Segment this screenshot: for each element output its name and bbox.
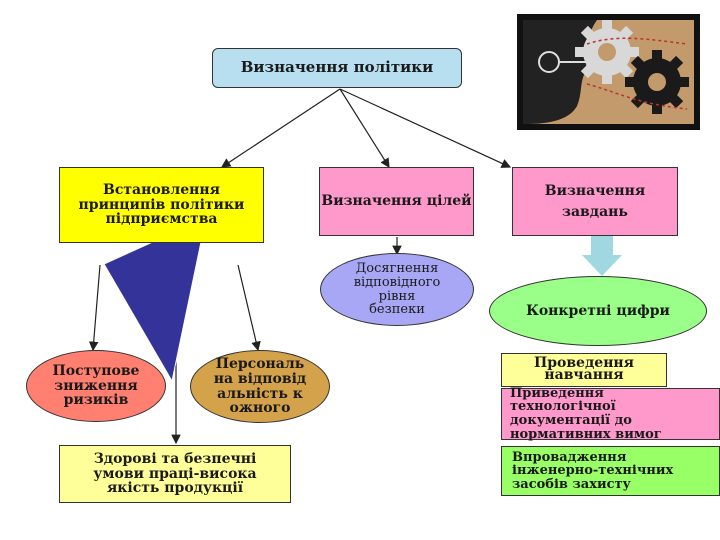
principles-label: Встановлення принципів політики підприєм… <box>78 181 245 228</box>
gears-head-icon <box>517 14 700 130</box>
tasks-label: Визначення завдань <box>544 182 646 220</box>
arrow-root-tasks <box>339 88 512 168</box>
outcome-box: Здорові та безпечні умови праці-висока я… <box>59 445 291 503</box>
figures-ellipse: Конкретні цифри <box>489 276 707 346</box>
arrow-to-personal <box>237 264 261 352</box>
principles-box: Встановлення принципів політики підприєм… <box>59 167 264 243</box>
security-ellipse: Досягнення відповідного рівня безпеки <box>320 253 474 326</box>
arrow-root-goals <box>339 88 390 169</box>
personal-ellipse: Персональна відповідальність кожного <box>190 350 330 423</box>
root-label: Визначення політики <box>240 58 434 77</box>
docs-label: Приведення технологічної документації до… <box>510 385 662 442</box>
down-arrow-shape <box>582 236 622 276</box>
goals-box: Визначення цілей <box>319 167 474 236</box>
arrow-root-principles <box>220 88 341 168</box>
security-label: Досягнення відповідного рівня безпеки <box>353 261 441 318</box>
tasks-box: Визначення завдань <box>512 167 678 236</box>
training-box: Проведення навчання <box>501 353 667 387</box>
gradual-ellipse: Поступове зниження ризиків <box>26 350 166 422</box>
goals-label: Визначення цілей <box>321 193 472 210</box>
gradual-label: Поступове зниження ризиків <box>52 362 140 409</box>
outcome-label: Здорові та безпечні умови праці-висока я… <box>93 450 257 497</box>
protection-box: Впровадження інженерно-технічних засобів… <box>501 446 720 496</box>
personal-label: Персональна відповідальність кожного <box>213 356 307 417</box>
root-box: Визначення політики <box>212 48 462 88</box>
training-label: Проведення навчання <box>533 355 635 383</box>
docs-box: Приведення технологічної документації до… <box>501 385 720 442</box>
figures-label: Конкретні цифри <box>526 302 670 319</box>
protection-label: Впровадження інженерно-технічних засобів… <box>512 449 674 492</box>
arrow-to-gradual <box>88 264 101 352</box>
